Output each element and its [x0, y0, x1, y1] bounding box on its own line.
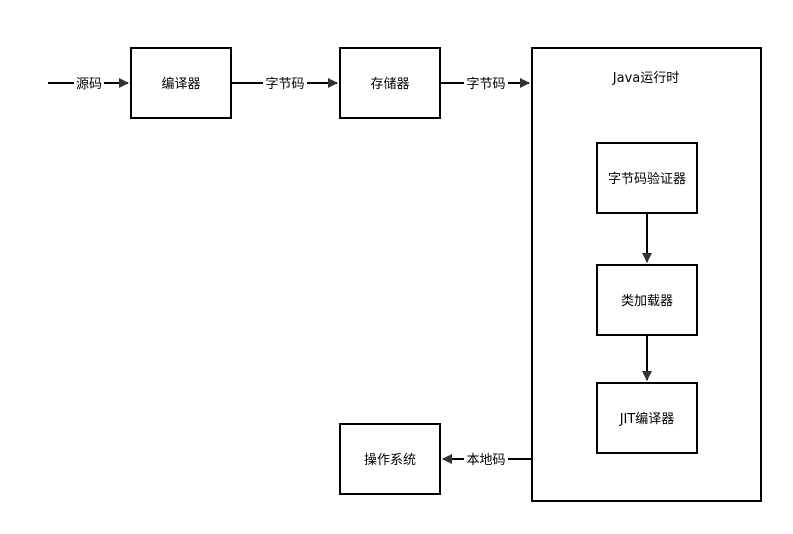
storage-label: 存储器 [370, 77, 409, 92]
jit-box [596, 382, 698, 454]
source-label: 源码 [76, 77, 102, 92]
edge-label-native-code: 本地码 [466, 453, 505, 468]
compiler-label: 编译器 [161, 77, 200, 92]
verifier-box [596, 142, 698, 214]
os-label: 操作系统 [364, 452, 416, 468]
source-label-bg [74, 74, 104, 92]
edge-label-bg-2 [464, 74, 508, 92]
jit-label: JIT编译器 [619, 412, 675, 427]
edge-label-bg-1 [263, 74, 307, 92]
compiler-box [130, 47, 232, 119]
edge-label-bytecode-2: 字节码 [466, 77, 505, 92]
edge-label-bytecode-1: 字节码 [265, 77, 304, 92]
verifier-label: 字节码验证器 [608, 171, 686, 187]
edge-label-bg-3 [464, 450, 508, 468]
classloader-label: 类加载器 [621, 294, 673, 309]
runtime-label: Java运行时 [612, 71, 679, 86]
os-box [339, 423, 441, 495]
